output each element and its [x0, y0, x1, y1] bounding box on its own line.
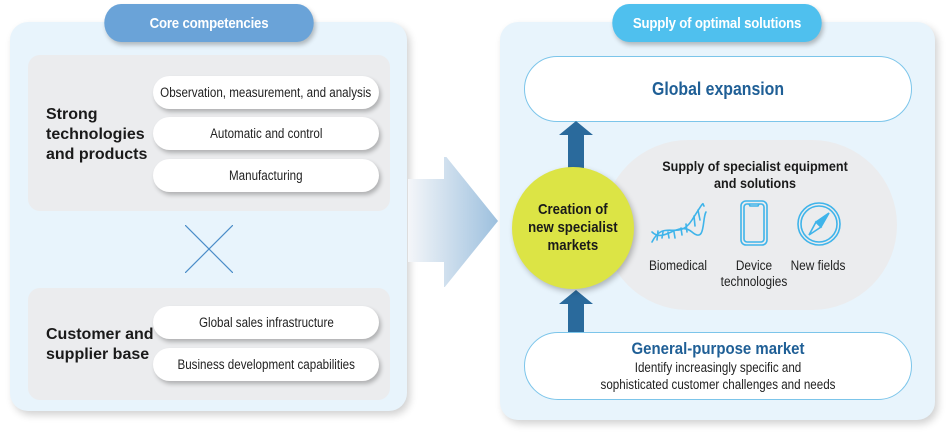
field-label-new-fields: New fields [778, 258, 857, 274]
right-arrow-icon [408, 157, 498, 287]
core-competencies-header: Core competencies [104, 4, 314, 42]
general-purpose-market-description: Identify increasingly specific and sophi… [552, 359, 884, 393]
competency-item: Global sales infrastructure [153, 306, 379, 339]
field-label-device-technologies: Device technologies [714, 258, 793, 290]
field-label-biomedical: Biomedical [638, 258, 717, 274]
new-specialist-markets-label: Creation of new specialist markets [528, 201, 618, 255]
competency-item-text: Global sales infrastructure [198, 315, 334, 330]
multiply-cross-icon [185, 225, 233, 273]
customer-supplier-group: Customer and supplier base [28, 288, 390, 400]
up-arrow-icon [559, 290, 593, 332]
title-line: Supply of specialist equipment [662, 158, 848, 174]
description-line: Identify increasingly specific and [634, 360, 802, 375]
label-line: Device [735, 258, 773, 273]
dna-icon [651, 202, 707, 243]
global-expansion-label: Global expansion [651, 78, 785, 99]
specialist-supply-area [603, 140, 897, 310]
customer-supplier-label: Customer and supplier base [46, 325, 154, 365]
label-line: markets [547, 237, 599, 254]
competency-item: Manufacturing [153, 159, 379, 192]
general-purpose-market-title: General-purpose market [631, 339, 805, 358]
optimal-solutions-header: Supply of optimal solutions [612, 4, 822, 42]
label-line: Strong [46, 106, 98, 123]
up-arrow-icon [559, 121, 593, 168]
new-specialist-markets-circle: Creation of new specialist markets [512, 167, 634, 289]
competency-item: Business development capabilities [153, 348, 379, 381]
competency-item: Automatic and control [153, 117, 379, 150]
strong-technologies-label: Strong technologies and products [46, 105, 147, 165]
competency-item-text: Business development capabilities [177, 357, 355, 372]
label-line: New fields [790, 258, 846, 273]
label-line: Customer and [46, 326, 154, 343]
competency-item-text: Automatic and control [209, 126, 323, 141]
description-line: sophisticated customer challenges and ne… [600, 377, 836, 392]
general-purpose-market-box: General-purpose market Identify increasi… [524, 332, 912, 400]
label-line: technologies [46, 126, 145, 143]
global-expansion-box: Global expansion [524, 56, 912, 122]
title-line: and solutions [714, 175, 796, 191]
label-line: and products [46, 146, 148, 163]
label-line: Biomedical [648, 258, 708, 273]
label-line: technologies [720, 274, 788, 289]
compass-icon [797, 202, 841, 246]
competency-item: Observation, measurement, and analysis [153, 76, 379, 109]
label-line: supplier base [46, 346, 150, 363]
label-line: new specialist [528, 219, 618, 236]
label-line: Creation of [538, 201, 608, 218]
competency-item-text: Observation, measurement, and analysis [160, 85, 372, 100]
specialist-supply-title: Supply of specialist equipment and solut… [634, 158, 877, 192]
smartphone-icon [740, 200, 768, 246]
competency-item-text: Manufacturing [229, 168, 303, 183]
